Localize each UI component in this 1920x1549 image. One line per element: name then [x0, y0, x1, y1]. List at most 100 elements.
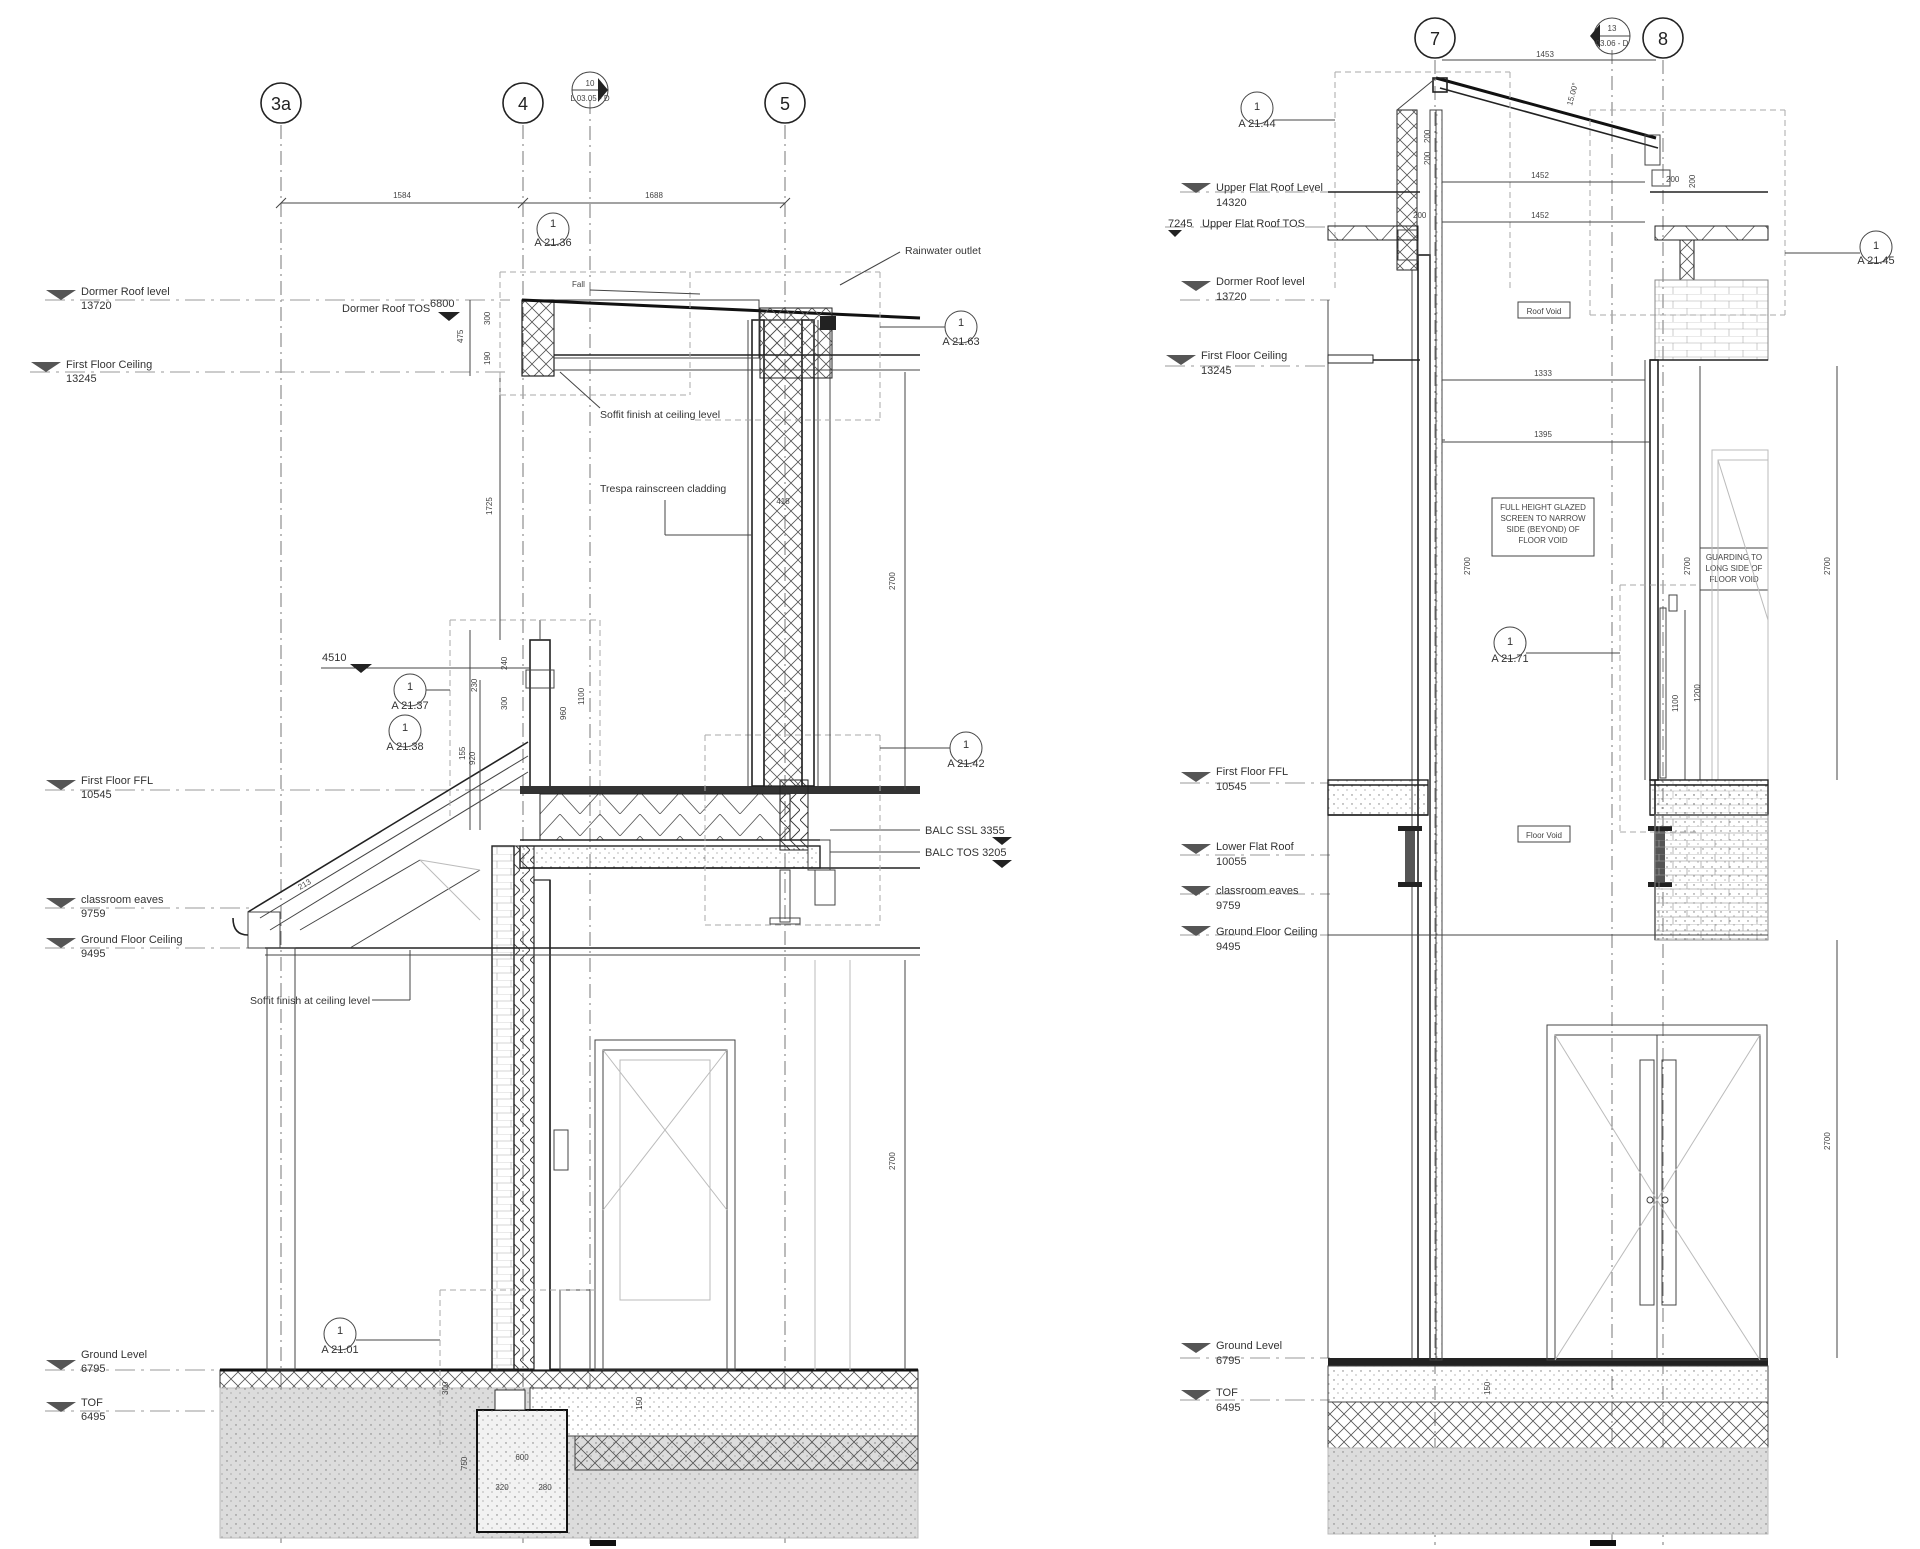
svg-text:960: 960 — [559, 706, 568, 720]
window-beyond — [1711, 449, 1769, 781]
callout-a21-01: 1 A 21.01 — [321, 1289, 600, 1445]
svg-text:600: 600 — [515, 1453, 529, 1462]
svg-text:1453: 1453 — [1536, 50, 1554, 59]
dormer-tos-label: Dormer Roof TOS 6800 — [342, 298, 460, 321]
svg-text:BALC SSL 3355: BALC SSL 3355 — [925, 825, 1005, 837]
note-full-height-glazed: FULL HEIGHT GLAZED SCREEN TO NARROW SIDE… — [1491, 497, 1595, 557]
svg-text:classroom eaves: classroom eaves — [1216, 885, 1299, 897]
callout-a21-44: 1 A 21.44 — [1238, 91, 1335, 130]
svg-text:Ground Floor Ceiling: Ground Floor Ceiling — [81, 934, 183, 946]
svg-text:2700: 2700 — [1463, 557, 1472, 575]
level-lower-flat-roof: Lower Flat Roof 10055 — [1181, 841, 1295, 868]
left-section: 3a 4 5 10 L 03.05 - D 1584 1688 — [30, 71, 1012, 1546]
balc-tos-level: BALC TOS 3205 — [925, 847, 1012, 868]
svg-text:320: 320 — [495, 1483, 509, 1492]
first-floor-slab — [519, 734, 920, 926]
svg-text:A 21.71: A 21.71 — [1491, 653, 1528, 665]
svg-text:Ground Floor Ceiling: Ground Floor Ceiling — [1216, 926, 1318, 938]
note-trespa-cladding: Trespa rainscreen cladding — [600, 483, 726, 495]
svg-text:300: 300 — [500, 696, 509, 710]
svg-text:10: 10 — [586, 79, 595, 88]
svg-text:230: 230 — [470, 678, 479, 692]
svg-text:4510: 4510 — [322, 652, 346, 664]
wall-insulation — [513, 845, 535, 1371]
svg-text:First Floor Ceiling: First Floor Ceiling — [1201, 350, 1287, 362]
level-dormer-roof: Dormer Roof level 13720 — [46, 286, 170, 312]
svg-text:SIDE (BEYOND) OF: SIDE (BEYOND) OF — [1506, 525, 1579, 534]
svg-text:475: 475 — [456, 329, 465, 343]
svg-text:9759: 9759 — [1216, 900, 1240, 912]
svg-text:Dormer Roof level: Dormer Roof level — [1216, 276, 1305, 288]
section-marker-left: 10 L 03.05 - D — [570, 71, 610, 109]
level-tof-r: TOF 6495 — [1181, 1387, 1240, 1414]
svg-text:240: 240 — [500, 656, 509, 670]
svg-text:FLOOR VOID: FLOOR VOID — [1518, 536, 1568, 545]
svg-text:200: 200 — [1413, 211, 1427, 220]
svg-text:200: 200 — [1423, 129, 1432, 143]
svg-text:13720: 13720 — [81, 300, 112, 312]
scale-bar-right — [1590, 1540, 1616, 1546]
svg-text:Dormer Roof TOS: Dormer Roof TOS — [342, 303, 430, 315]
svg-text:280: 280 — [538, 1483, 552, 1492]
svg-text:Roof Void: Roof Void — [1527, 307, 1562, 316]
level-first-floor-ffl: First Floor FFL 10545 — [46, 775, 153, 801]
svg-text:6495: 6495 — [1216, 1402, 1240, 1414]
svg-text:1: 1 — [337, 1325, 343, 1337]
svg-text:9759: 9759 — [81, 908, 105, 920]
svg-text:1: 1 — [1507, 636, 1513, 648]
svg-text:13720: 13720 — [1216, 291, 1247, 303]
svg-text:03.06 - D: 03.06 - D — [1596, 39, 1629, 48]
svg-text:A 21.45: A 21.45 — [1857, 255, 1894, 267]
svg-text:1: 1 — [1873, 240, 1879, 252]
svg-text:2700: 2700 — [1683, 557, 1692, 575]
svg-text:15.00°: 15.00° — [1565, 82, 1580, 107]
brick-outer-leaf — [491, 845, 515, 1371]
callout-a21-45: 1 A 21.45 — [1785, 230, 1895, 267]
svg-text:6800: 6800 — [430, 298, 454, 310]
svg-text:Upper Flat Roof TOS: Upper Flat Roof TOS — [1202, 218, 1305, 230]
note-soffit-bottom: Soffit finish at ceiling level — [250, 995, 370, 1007]
level-upper-flat-roof-tos: 7245 Upper Flat Roof TOS — [1168, 218, 1305, 237]
svg-text:1: 1 — [958, 317, 964, 329]
roof-void-label: Roof Void — [1517, 301, 1571, 319]
hardcore-r — [1327, 1401, 1769, 1449]
svg-text:8: 8 — [1658, 29, 1668, 49]
svg-text:1: 1 — [402, 722, 408, 734]
dormer-roof — [499, 271, 921, 421]
svg-text:1452: 1452 — [1531, 211, 1549, 220]
callout-a21-37: 1 A 21.37 — [391, 673, 450, 712]
slab-ground-r — [1327, 1365, 1769, 1403]
svg-text:A 21.42: A 21.42 — [947, 758, 984, 770]
svg-text:1200: 1200 — [1693, 684, 1702, 702]
dim-grid-spacing: 1584 1688 — [275, 191, 791, 209]
svg-text:FLOOR VOID: FLOOR VOID — [1709, 575, 1759, 584]
grid-bubble-3a: 3a — [260, 82, 302, 124]
grid-bubble-5: 5 — [764, 82, 806, 124]
svg-text:3a: 3a — [271, 94, 292, 114]
grid-bubble-4: 4 — [502, 82, 544, 124]
grid-bubble-7: 7 — [1414, 17, 1456, 59]
svg-text:1100: 1100 — [577, 687, 586, 705]
svg-text:2700: 2700 — [888, 1152, 897, 1170]
svg-text:A 21.44: A 21.44 — [1238, 118, 1275, 130]
svg-text:TOF: TOF — [1216, 1387, 1238, 1399]
double-door-ground — [1546, 1024, 1768, 1361]
svg-text:TOF: TOF — [81, 1397, 103, 1409]
classroom-pitched-roof: 213 — [232, 741, 529, 949]
svg-text:7245: 7245 — [1168, 218, 1192, 230]
svg-text:200: 200 — [1666, 175, 1680, 184]
svg-text:155: 155 — [458, 746, 467, 760]
svg-text:First Floor FFL: First Floor FFL — [81, 775, 153, 787]
svg-text:6795: 6795 — [1216, 1355, 1240, 1367]
first-floor-r — [1327, 779, 1769, 941]
svg-text:A 21.63: A 21.63 — [942, 336, 979, 348]
svg-text:classroom eaves: classroom eaves — [81, 894, 164, 906]
svg-text:6495: 6495 — [81, 1411, 105, 1423]
ground-hardcore — [219, 1369, 919, 1389]
level-first-floor-ffl-r: First Floor FFL 10545 — [1181, 766, 1288, 793]
svg-text:1100: 1100 — [1671, 694, 1680, 712]
balc-ssl-level: BALC SSL 3355 — [925, 825, 1012, 845]
column-3a — [266, 947, 296, 1371]
note-guarding: GUARDING TO LONG SIDE OF FLOOR VOID — [1699, 547, 1769, 591]
svg-text:13245: 13245 — [1201, 365, 1232, 377]
